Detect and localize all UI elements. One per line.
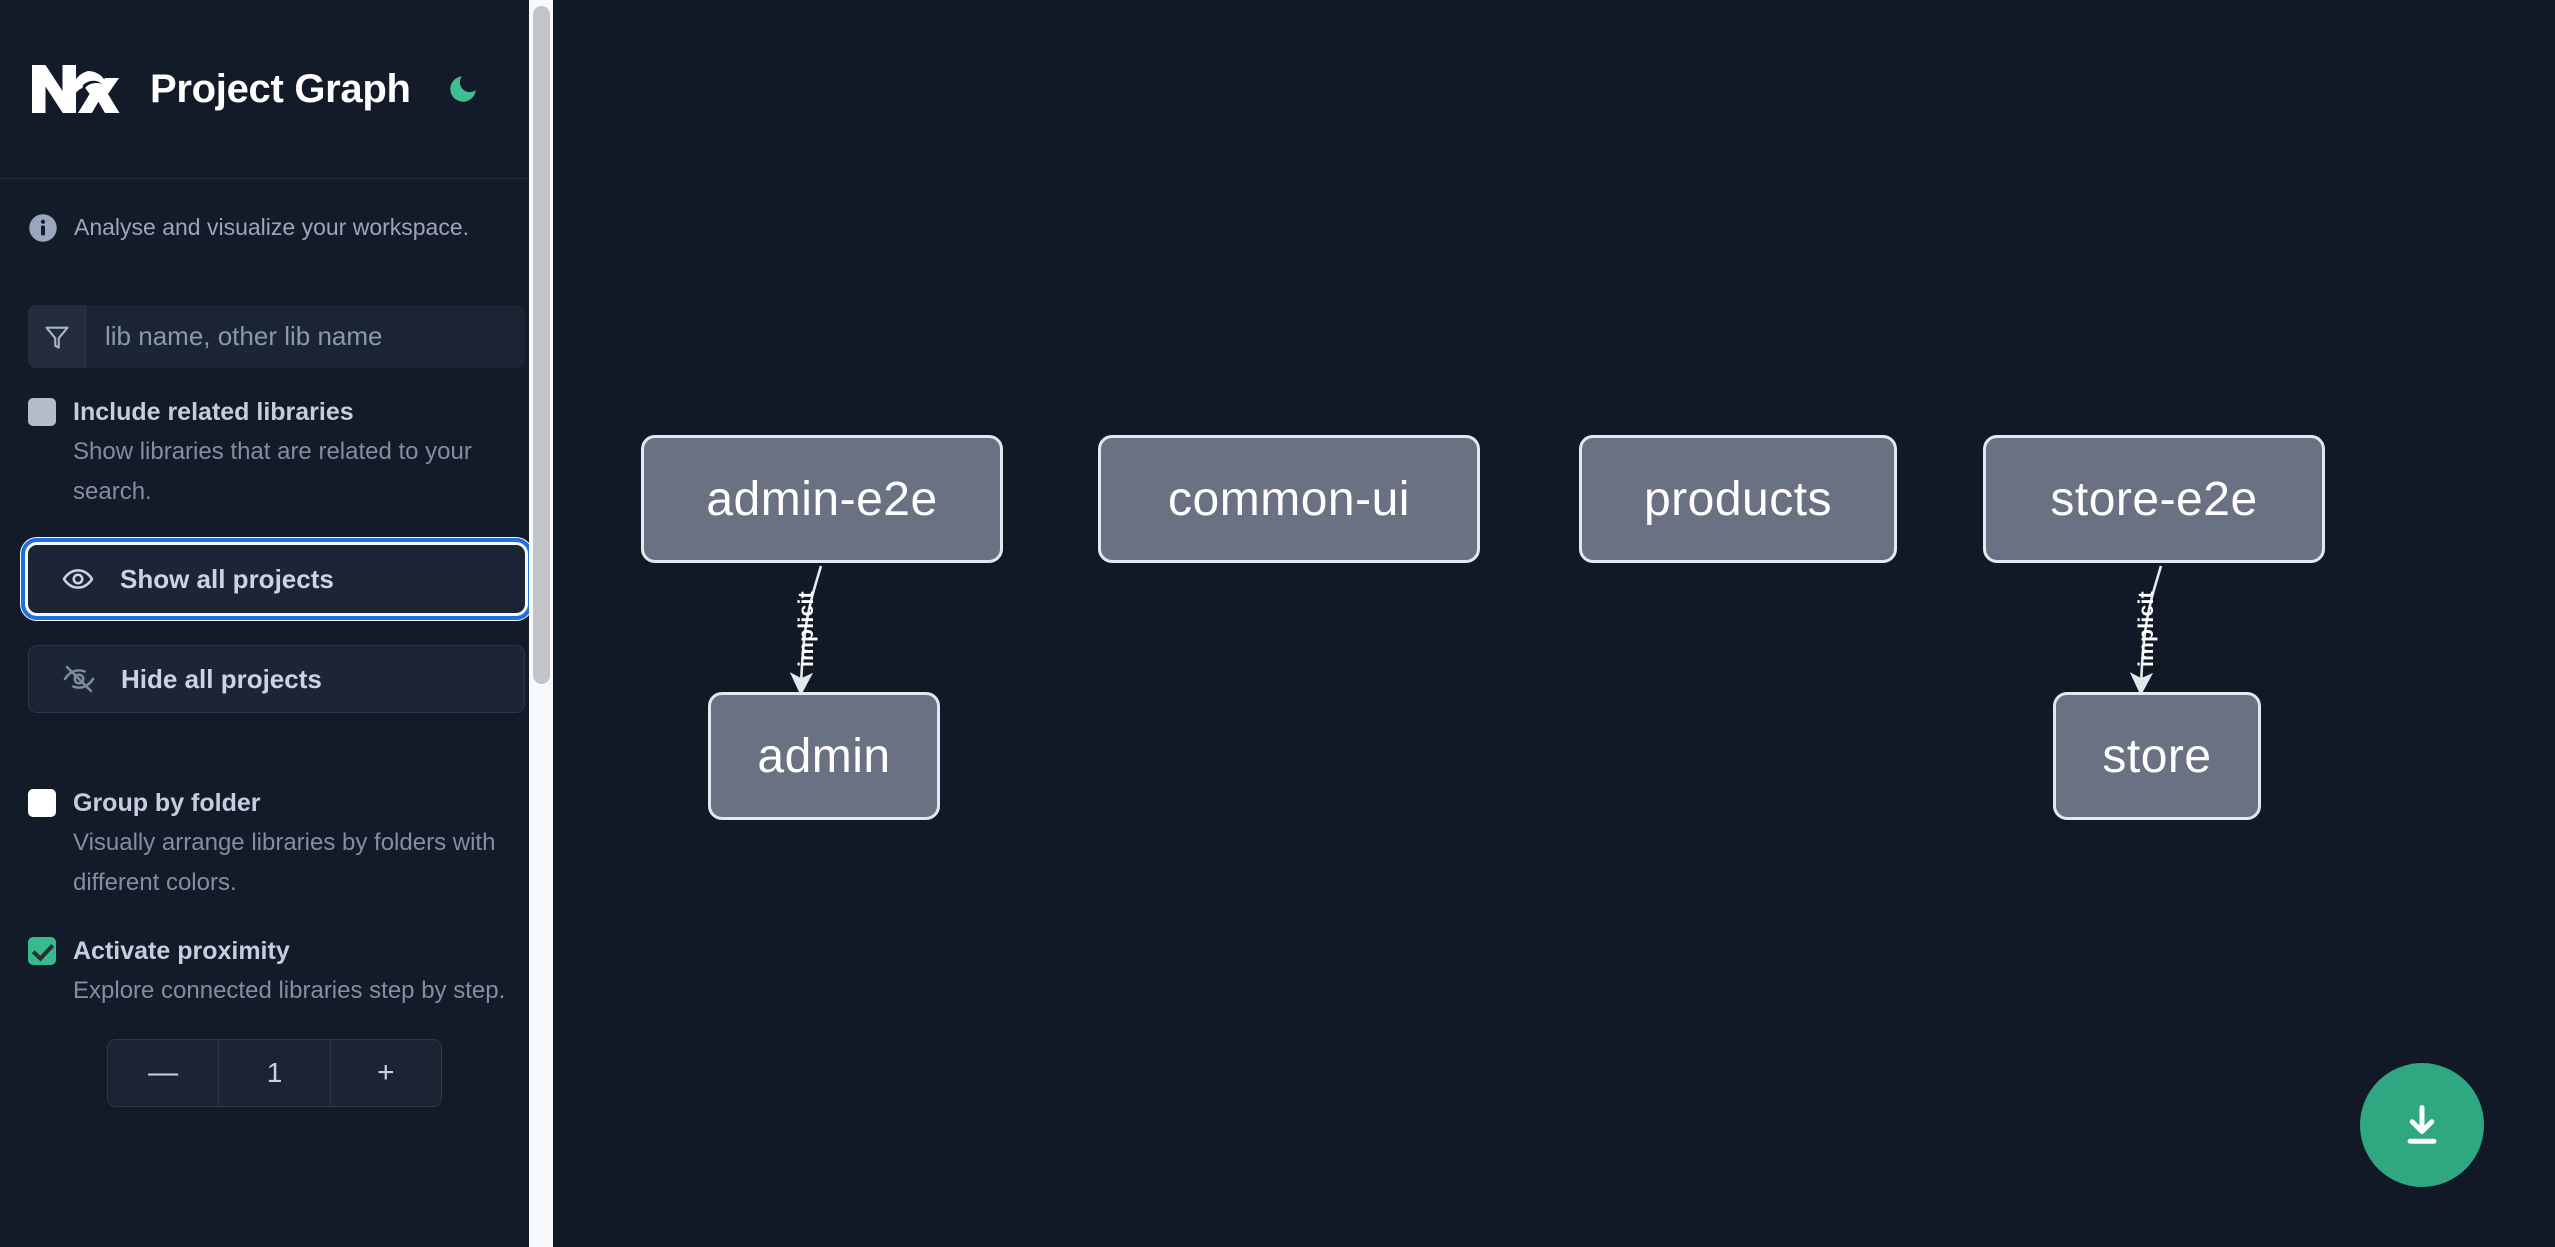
- option-description: Visually arrange libraries by folders wi…: [73, 829, 496, 896]
- stepper-increment-button[interactable]: +: [330, 1040, 441, 1106]
- tagline-text: Analyse and visualize your workspace.: [74, 214, 470, 240]
- search-input[interactable]: [86, 305, 525, 368]
- tagline: Analyse and visualize your workspace.: [0, 179, 553, 276]
- show-all-projects-button[interactable]: Show all projects: [21, 538, 532, 620]
- activate-proximity-checkbox[interactable]: [28, 937, 56, 965]
- moon-icon[interactable]: [443, 69, 483, 109]
- download-icon: [2407, 1105, 2437, 1144]
- graph-node-common-ui[interactable]: common-ui: [1098, 435, 1480, 563]
- funnel-icon[interactable]: [28, 305, 86, 368]
- edge-store-e2e-store: [2129, 565, 2163, 696]
- sidebar-scrollbar-thumb[interactable]: [533, 6, 550, 684]
- info-icon: [29, 213, 57, 242]
- download-graph-button[interactable]: [2360, 1063, 2484, 1187]
- graph-edges: [789, 565, 2163, 696]
- option-include-related-libraries[interactable]: Include related libraries Show libraries…: [0, 392, 553, 512]
- group-by-folder-checkbox[interactable]: [28, 789, 56, 817]
- include-related-libraries-checkbox[interactable]: [28, 398, 56, 426]
- stepper-decrement-button[interactable]: —: [108, 1040, 220, 1106]
- option-group-by-folder[interactable]: Group by folder Visually arrange librari…: [0, 783, 553, 903]
- edge-label-implicit: implicit: [2134, 591, 2158, 667]
- graph-node-store-e2e[interactable]: store-e2e: [1983, 435, 2325, 563]
- option-title: Group by folder: [73, 789, 261, 817]
- graph-canvas[interactable]: implicit implicit admin-e2e common-ui pr…: [553, 0, 2555, 1247]
- option-description: Show libraries that are related to your …: [73, 438, 472, 505]
- sidebar-header: Project Graph: [0, 0, 553, 179]
- nx-logo-icon: [32, 65, 120, 113]
- page-title: Project Graph: [150, 66, 411, 111]
- filter-row: [28, 305, 525, 368]
- graph-node-admin[interactable]: admin: [708, 692, 940, 820]
- option-title: Include related libraries: [73, 398, 354, 426]
- graph-node-admin-e2e[interactable]: admin-e2e: [641, 435, 1003, 563]
- eye-icon: [62, 569, 94, 589]
- hide-all-projects-button[interactable]: Hide all projects: [28, 645, 525, 713]
- graph-node-store[interactable]: store: [2053, 692, 2261, 820]
- proximity-stepper: — 1 +: [107, 1039, 442, 1107]
- moon-glyph: [449, 76, 476, 102]
- option-title: Activate proximity: [73, 937, 290, 965]
- funnel-glyph: [44, 326, 69, 349]
- edge-label-implicit: implicit: [794, 591, 818, 667]
- edge-admin-e2e-admin: [789, 565, 823, 696]
- eye-off-icon: [63, 665, 95, 693]
- show-all-projects-label: Show all projects: [120, 563, 334, 594]
- stepper-value: 1: [219, 1040, 331, 1106]
- graph-node-products[interactable]: products: [1579, 435, 1897, 563]
- sidebar-scrollbar-track[interactable]: [529, 0, 553, 1247]
- hide-all-projects-label: Hide all projects: [121, 663, 322, 694]
- option-description: Explore connected libraries step by step…: [73, 977, 506, 1004]
- option-activate-proximity[interactable]: Activate proximity Explore connected lib…: [0, 931, 553, 1011]
- sidebar: Project Graph Analyse and visualize your…: [0, 0, 553, 1247]
